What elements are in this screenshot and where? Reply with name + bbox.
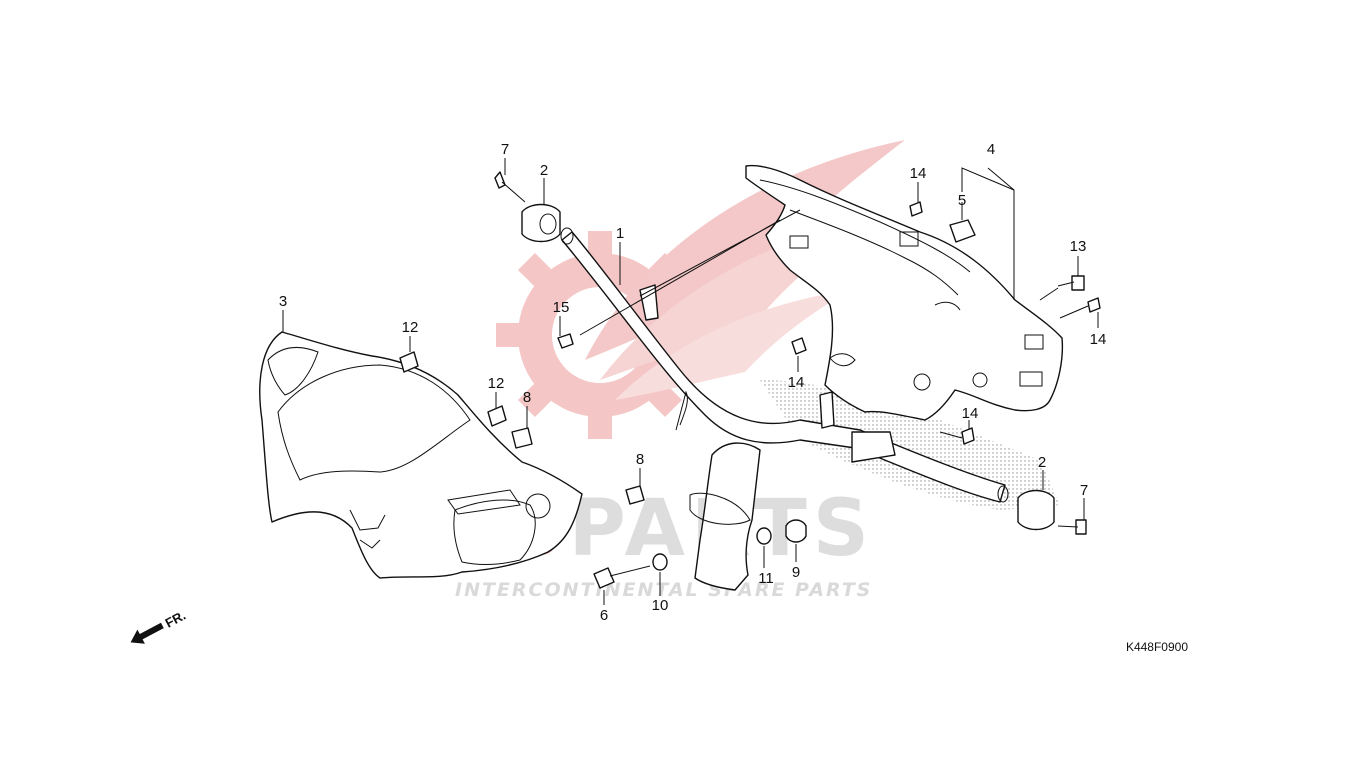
screw-15 (557, 333, 574, 349)
rear-handlebar-cover (745, 164, 1064, 510)
weight-right (1017, 489, 1055, 531)
callout-c10: 10 (652, 597, 669, 614)
watermark-tagline: INTERCONTINENTAL SPARE PARTS (455, 579, 872, 601)
front-handlebar-cover (259, 331, 583, 579)
callout-c13: 13 (1070, 238, 1087, 255)
nut-8-upper (511, 427, 533, 449)
callout-c3: 3 (279, 293, 287, 310)
callout-c8b: 8 (636, 451, 644, 468)
direction-label: FR. (163, 608, 189, 631)
grommet-9 (785, 519, 807, 543)
screw-14-top (909, 201, 923, 217)
emblem-5 (949, 219, 976, 243)
callout-c4: 4 (987, 141, 995, 158)
callout-c12a: 12 (402, 319, 419, 336)
callout-c14b: 14 (1090, 331, 1107, 348)
callout-c12b: 12 (488, 375, 505, 392)
screw-7-left (494, 171, 526, 203)
washer-10 (652, 553, 668, 571)
callout-c5: 5 (958, 192, 966, 209)
front-direction-arrow: FR. (130, 608, 189, 644)
callout-c2a: 2 (540, 162, 548, 179)
callout-c7a: 7 (501, 141, 509, 158)
callout-c15: 15 (553, 299, 570, 316)
callout-c1: 1 (616, 225, 624, 242)
callout-c7b: 7 (1080, 482, 1088, 499)
callout-c14d: 14 (962, 405, 979, 422)
weight-left (521, 203, 561, 243)
callout-c6: 6 (600, 607, 608, 624)
callout-c8a: 8 (523, 389, 531, 406)
clip-12-lower (487, 405, 507, 427)
screw-13 (1057, 275, 1085, 291)
callout-c14a: 14 (910, 165, 927, 182)
screw-7-right (1057, 519, 1087, 535)
screw-14-right (1087, 297, 1101, 313)
callout-labels: 7 2 1 3 12 12 8 8 15 6 10 11 9 14 4 5 13… (279, 141, 1107, 624)
diagram-code: K448F0900 (1126, 640, 1188, 654)
bolt-6 (593, 565, 651, 589)
callout-c11: 11 (758, 570, 774, 587)
washer-11 (756, 527, 772, 545)
clip-12-upper (399, 351, 419, 373)
screw-14-middle (791, 337, 807, 355)
leader-lines (282, 158, 1099, 605)
callout-c2b: 2 (1038, 454, 1046, 471)
handlebar-pipe (560, 227, 1009, 591)
callout-c14c: 14 (788, 374, 805, 391)
nut-8-lower (625, 485, 645, 505)
callout-c9: 9 (792, 564, 800, 581)
